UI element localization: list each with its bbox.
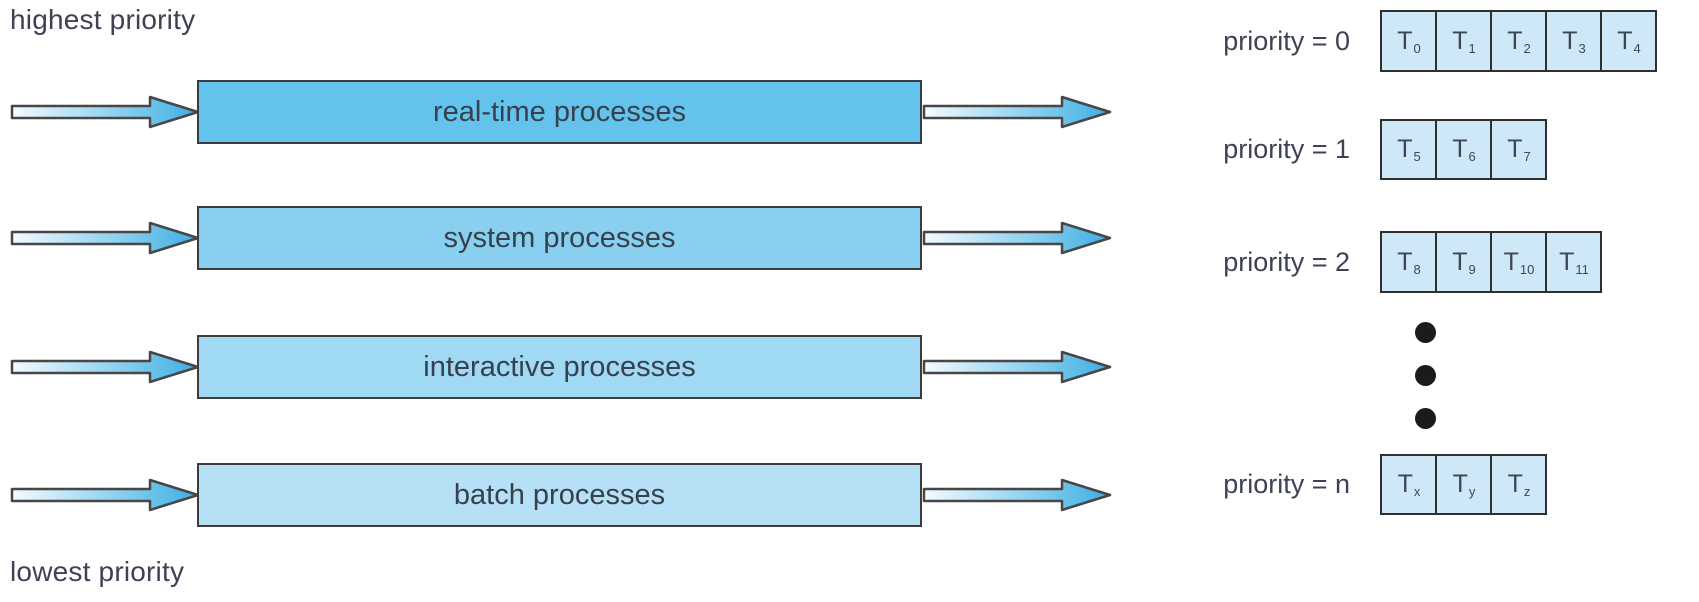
queue-box-label: system processes [443, 221, 676, 254]
thread-label: T [1452, 135, 1468, 163]
thread-subscript: 1 [1468, 40, 1476, 56]
thread-label: T [1562, 26, 1578, 55]
priority-row-label: priority = n [1223, 469, 1350, 499]
thread-subscript: 8 [1413, 261, 1421, 277]
thread-label: T [1507, 135, 1523, 163]
ellipsis-dot [1415, 365, 1436, 386]
thread-subscript: y [1468, 484, 1476, 499]
queue-outbound-arrow-icon [922, 221, 1112, 255]
queue-row-realtime: real-time processes [0, 80, 1115, 144]
thread-label: T [1617, 26, 1633, 55]
queue-box-label: interactive processes [423, 350, 696, 383]
ellipsis-dot [1415, 408, 1436, 429]
queue-row-interactive: interactive processes [0, 335, 1115, 399]
thread-label: T [1507, 470, 1523, 498]
thread-label: T [1507, 26, 1523, 55]
thread-label: T [1503, 247, 1519, 276]
queue-box-batch: batch processes [197, 463, 922, 527]
ellipsis-dot [1415, 322, 1436, 343]
queue-box-interactive: interactive processes [197, 335, 922, 399]
queue-inbound-arrow-icon [10, 478, 200, 512]
thread-subscript: 9 [1468, 261, 1476, 277]
highest-priority-label: highest priority [10, 4, 196, 35]
thread-subscript: 11 [1575, 261, 1589, 277]
thread-label: T [1397, 135, 1413, 163]
queue-outbound-arrow-icon [922, 350, 1112, 384]
queue-box-label: real-time processes [432, 95, 687, 128]
thread-subscript: x [1413, 484, 1421, 499]
queue-inbound-arrow-icon [10, 221, 200, 255]
queue-inbound-arrow-icon [10, 350, 200, 384]
thread-subscript: 6 [1468, 149, 1476, 164]
thread-label: T [1452, 247, 1468, 276]
thread-subscript: 7 [1523, 149, 1531, 164]
queue-row-batch: batch processes [0, 463, 1115, 527]
thread-label: T [1397, 247, 1413, 276]
thread-label: T [1452, 26, 1468, 55]
queue-inbound-arrow-icon [10, 95, 200, 129]
thread-subscript: 4 [1633, 40, 1641, 56]
thread-label: T [1397, 26, 1413, 55]
queue-row-system: system processes [0, 206, 1115, 270]
priority-row-label: priority = 1 [1223, 134, 1350, 164]
queue-box-realtime: real-time processes [197, 80, 922, 144]
queue-outbound-arrow-icon [922, 95, 1112, 129]
thread-subscript: 5 [1413, 149, 1421, 164]
priority-row-label: priority = 0 [1223, 25, 1350, 56]
thread-subscript: z [1523, 484, 1531, 499]
thread-subscript: 2 [1523, 40, 1531, 56]
queue-box-system: system processes [197, 206, 922, 270]
thread-subscript: 10 [1519, 261, 1535, 277]
thread-subscript: 0 [1413, 40, 1421, 56]
thread-label: T [1452, 470, 1468, 498]
thread-subscript: 3 [1578, 40, 1586, 56]
queue-box-label: batch processes [453, 478, 666, 511]
thread-label: T [1559, 247, 1575, 276]
thread-label: T [1397, 470, 1413, 498]
lowest-priority-label: lowest priority [10, 556, 185, 587]
queue-outbound-arrow-icon [922, 478, 1112, 512]
priority-row-label: priority = 2 [1223, 246, 1350, 277]
